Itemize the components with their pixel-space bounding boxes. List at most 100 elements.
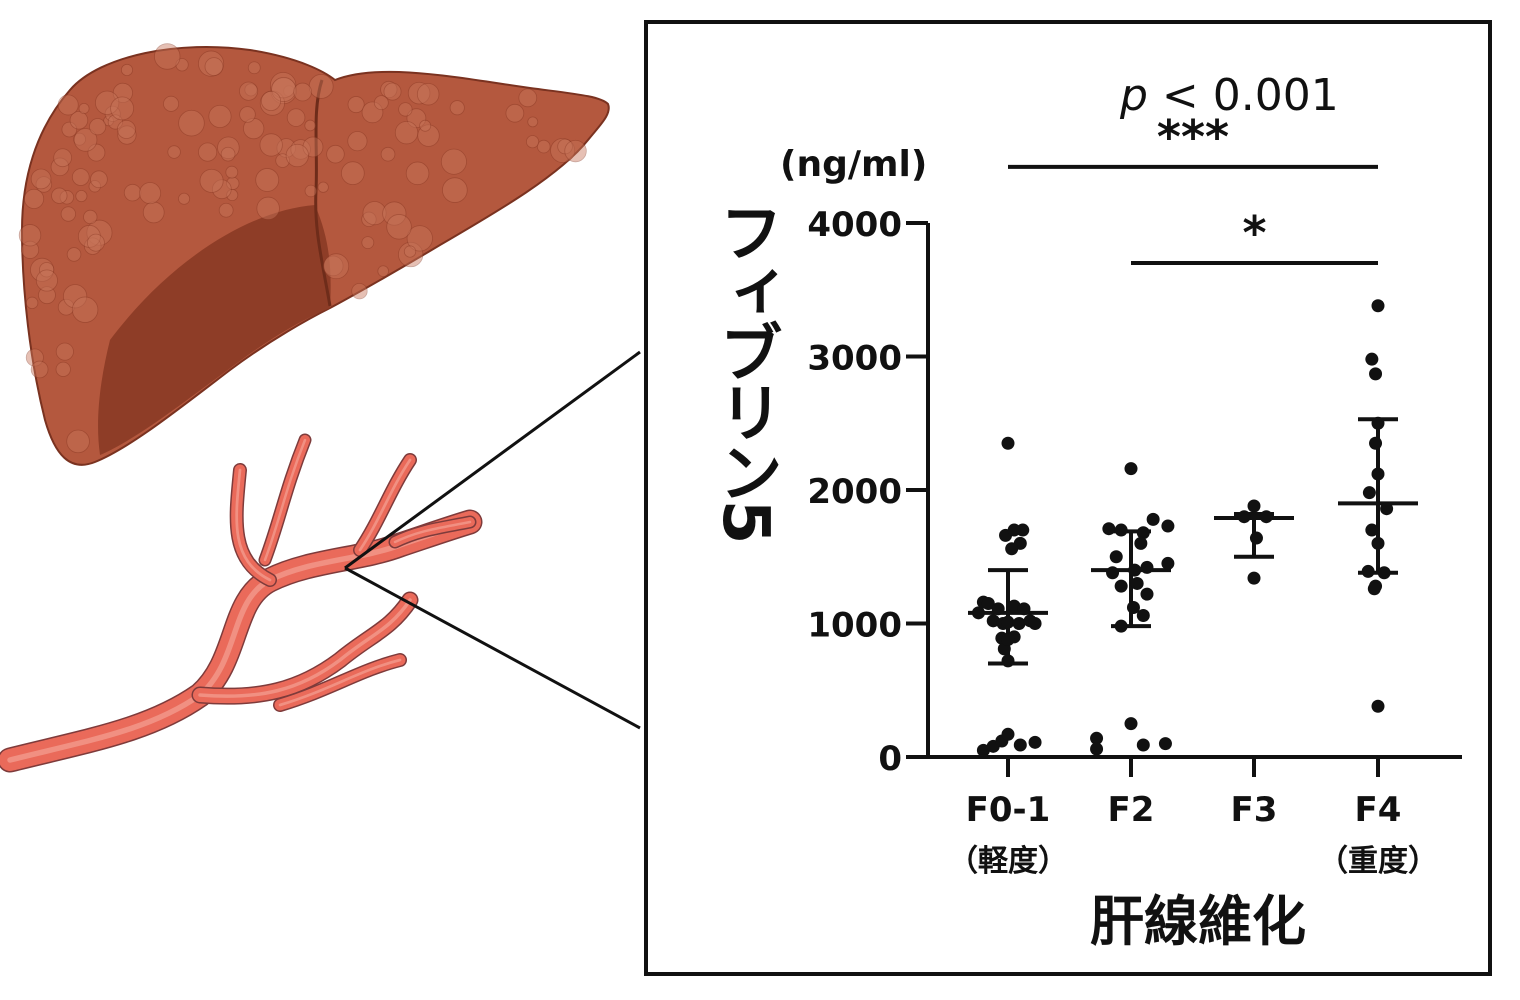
liver-nodule <box>35 176 53 193</box>
liver-nodule <box>112 82 133 104</box>
data-point <box>1134 536 1148 550</box>
data-point <box>1090 742 1104 756</box>
liver-nodule <box>259 90 285 116</box>
liver-nodule <box>536 139 551 154</box>
liver-nodule <box>386 214 412 240</box>
liver-nodule <box>60 206 77 222</box>
liver-nodule <box>239 81 259 101</box>
data-point <box>1017 602 1031 616</box>
vessel-highlight <box>263 438 307 562</box>
liver-nodule <box>373 95 389 111</box>
liver-nodule <box>302 136 324 158</box>
liver-nodule <box>405 161 430 186</box>
liver-nodule <box>347 96 365 114</box>
liver-nodule <box>217 136 240 159</box>
data-point <box>971 606 985 620</box>
x-tick-sublabel: （重度） <box>1318 844 1438 879</box>
data-point <box>1126 600 1140 614</box>
y-axis-label: フィブリン5 <box>708 200 782 541</box>
y-axis-unit: (ng/ml) <box>780 144 927 185</box>
liver-nodule <box>23 188 45 210</box>
liver-nodule <box>256 196 280 221</box>
liver-nodule <box>323 253 350 280</box>
liver-illustration <box>18 43 610 466</box>
vessel-highlight <box>358 458 412 552</box>
liver-nodule <box>53 148 73 168</box>
data-point <box>1369 436 1383 450</box>
liver-nodule <box>406 225 433 252</box>
liver-nodule <box>317 181 329 193</box>
y-tick-label: 4000 <box>807 205 902 245</box>
data-point <box>1090 731 1104 745</box>
liver-nodule <box>107 114 123 130</box>
y-tick-label: 2000 <box>807 472 902 512</box>
liver-nodule <box>304 184 318 198</box>
data-point <box>986 614 1000 628</box>
x-tick-label: F2 <box>1108 790 1155 830</box>
liver-nodule <box>382 201 407 226</box>
blood-vessel-illustration <box>0 433 483 773</box>
data-point <box>1114 523 1128 537</box>
liver-nodule <box>88 180 102 193</box>
data-point <box>1249 531 1263 545</box>
liver-nodule <box>557 138 573 155</box>
x-axis-label: 肝線維化 <box>1090 890 1306 953</box>
liver-nodule <box>198 142 218 162</box>
data-point <box>1361 564 1375 578</box>
data-point <box>1365 352 1379 366</box>
liver-nodule <box>204 57 224 76</box>
liver-nodule <box>290 139 311 160</box>
liver-nodule <box>39 262 55 278</box>
liver-nodule <box>175 58 189 72</box>
liver-nodule <box>71 296 99 323</box>
zoom-line-top <box>344 350 641 570</box>
liver-nodule <box>197 50 225 77</box>
data-point <box>1130 576 1144 590</box>
liver-nodule <box>394 120 419 145</box>
liver-nodule <box>61 121 78 138</box>
liver-nodule <box>322 255 344 277</box>
data-point <box>1161 519 1175 533</box>
liver-nodule <box>276 138 297 158</box>
liver-nodule <box>66 429 90 454</box>
liver-nodule <box>351 282 368 300</box>
data-point <box>1367 582 1381 596</box>
liver-nodule <box>78 102 90 114</box>
liver-nodule <box>87 143 106 162</box>
data-point <box>1114 579 1128 593</box>
data-point <box>1140 560 1154 574</box>
liver-nodule <box>417 124 440 147</box>
liver-nodule <box>226 188 239 202</box>
p-value-label: p < 0.001 <box>1119 70 1339 121</box>
liver-underside <box>98 205 331 455</box>
liver-nodule <box>347 131 368 152</box>
data-point <box>1380 502 1394 516</box>
liver-nodule <box>239 106 256 123</box>
liver-nodule <box>361 236 375 250</box>
liver-nodule <box>398 241 424 268</box>
significance-stars: * <box>1242 206 1266 260</box>
liver-nodule <box>380 80 398 99</box>
x-tick-sublabel: （軽度） <box>948 844 1068 879</box>
data-point <box>1371 416 1385 430</box>
data-point <box>976 743 990 757</box>
data-point <box>991 602 1005 616</box>
data-point <box>1012 617 1026 630</box>
liver-nodule <box>218 202 234 218</box>
data-point <box>1136 738 1150 752</box>
liver-nodule <box>259 133 283 157</box>
y-tick-label: 0 <box>878 739 902 779</box>
liver-nodule <box>30 360 49 379</box>
data-point <box>1128 563 1142 577</box>
liver-nodule <box>163 95 180 112</box>
liver-nodule <box>51 187 68 204</box>
liver-nodule <box>308 73 334 99</box>
liver-nodule <box>340 161 365 186</box>
liver-nodule <box>243 117 265 140</box>
liver-nodule <box>77 224 101 248</box>
liver-nodule <box>361 101 384 124</box>
y-tick-label: 3000 <box>807 339 902 379</box>
liver-nodule <box>25 296 39 310</box>
data-point <box>1371 467 1385 481</box>
